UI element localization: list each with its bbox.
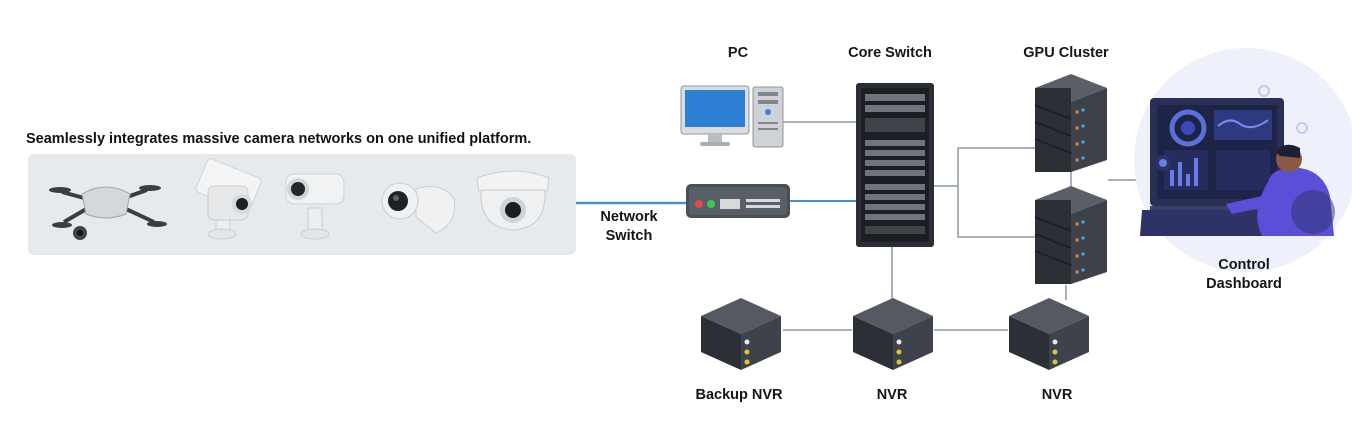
core-switch-label: Core Switch: [848, 45, 932, 61]
backup-nvr-label: Backup NVR: [695, 387, 783, 403]
link-core-gpu: [934, 147, 1035, 187]
network-switch-label: Network Switch: [586, 208, 672, 246]
gpu-cluster-label: GPU Cluster: [1023, 45, 1109, 61]
backup-nvr-icon: [701, 298, 781, 370]
network-switch-label-line2: Switch: [605, 228, 653, 244]
gpu-server-bottom: [1034, 186, 1107, 284]
drone-icon: [49, 185, 167, 240]
wall-mount-camera-icon: [381, 182, 456, 234]
control-dashboard-label: Control Dashboard: [1188, 256, 1300, 294]
box-camera-icon: [285, 173, 345, 240]
gpu-cluster-icon: [1034, 74, 1107, 284]
link-core-gpu-2: [957, 186, 1035, 238]
control-dashboard-icon: [1134, 48, 1352, 272]
pc-icon: [680, 85, 784, 148]
control-dashboard-label-line2: Dashboard: [1206, 276, 1282, 292]
gpu-server-top: [1034, 74, 1107, 172]
nvr-1-label: NVR: [876, 387, 908, 403]
headline: Seamlessly integrates massive camera net…: [26, 131, 532, 147]
bullet-camera-icon: [195, 158, 262, 240]
network-switch-icon: [686, 184, 790, 218]
connections: [783, 121, 1147, 331]
nvr-1-icon: [853, 298, 933, 370]
control-dashboard-label-line1: Control: [1218, 257, 1270, 273]
network-switch-label-line1: Network: [600, 209, 658, 225]
nvr-2-icon: [1009, 298, 1089, 370]
core-switch-rack-icon: [856, 83, 934, 247]
nvr-2-label: NVR: [1041, 387, 1073, 403]
pc-label: PC: [727, 45, 749, 61]
dome-camera-icon: [476, 170, 550, 231]
